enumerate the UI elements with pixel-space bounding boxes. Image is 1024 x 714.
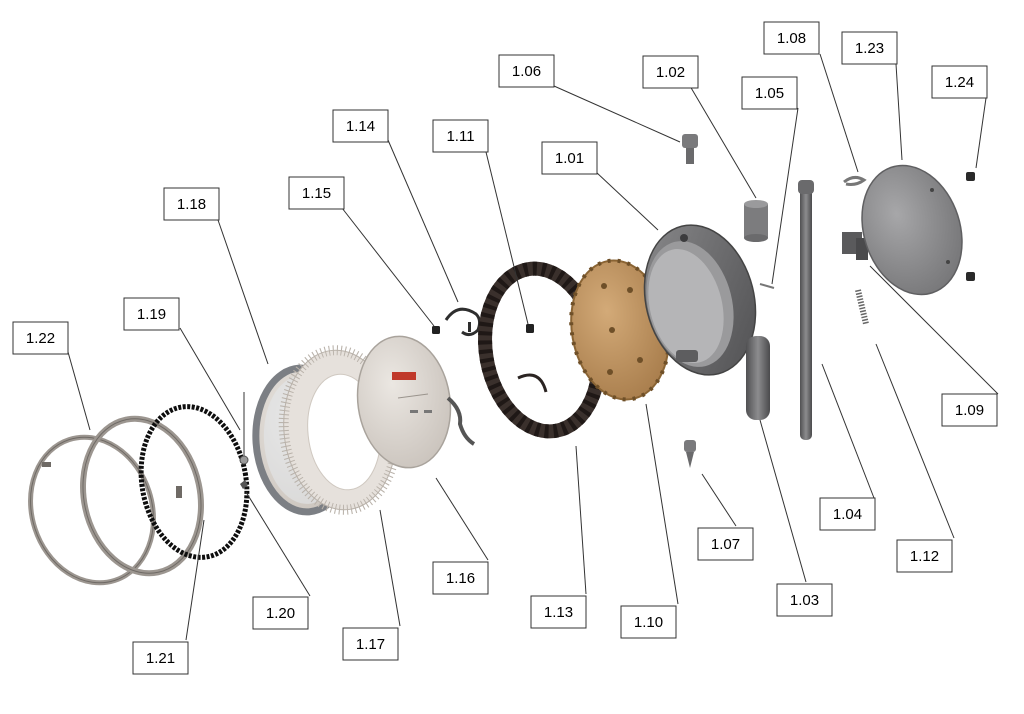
label-1-10: 1.10 [620,605,677,639]
part-1-22-retaining-ring-2 [79,415,205,577]
label-1-05: 1.05 [741,76,798,110]
leader-1-12 [875,343,955,539]
svg-text:1.12: 1.12 [910,548,939,565]
part-1-09-lever-block [842,232,868,260]
svg-text:1.08: 1.08 [777,30,806,47]
svg-text:1.01: 1.01 [555,150,584,167]
svg-text:1.11: 1.11 [446,128,474,145]
part-1-06-top-fitting [682,134,698,164]
part-1-11-screw [526,324,534,333]
leader-1-10 [645,403,679,605]
label-1-12: 1.12 [896,539,953,573]
leader-1-03 [759,419,807,583]
leader-1-19 [179,327,241,431]
part-1-19-pointer [239,392,249,465]
leader-1-06 [553,85,681,143]
leader-1-07 [701,473,737,527]
label-1-01: 1.01 [541,141,598,175]
svg-text:1.07: 1.07 [711,536,740,553]
leader-1-18 [217,219,269,365]
part-1-14-clip [444,307,482,337]
part-1-16-dial-plate [356,335,476,469]
label-1-21: 1.21 [132,641,189,675]
label-1-07: 1.07 [697,527,754,561]
label-1-20: 1.20 [252,596,309,630]
label-1-18: 1.18 [163,187,220,221]
label-1-09: 1.09 [941,393,998,427]
svg-text:1.19: 1.19 [137,306,166,323]
leader-1-05 [771,107,799,285]
svg-text:1.13: 1.13 [544,604,573,621]
part-1-07-bottom-fitting [684,440,696,468]
leader-lines [67,53,999,641]
leader-1-02 [689,85,757,199]
svg-text:1.15: 1.15 [302,185,331,202]
label-1-08: 1.08 [763,21,820,55]
leader-1-04 [821,363,875,499]
label-1-24: 1.24 [931,65,988,99]
svg-text:1.14: 1.14 [346,118,375,135]
part-1-23-rear-cover [861,164,963,296]
svg-text:1.10: 1.10 [634,614,663,631]
part-1-02-sleeve [744,200,768,242]
svg-text:1.21: 1.21 [146,650,175,667]
svg-text:1.24: 1.24 [945,74,974,91]
part-1-15-screw [432,326,440,334]
part-1-21-bezel-ring [138,404,250,560]
label-1-15: 1.15 [288,176,345,210]
svg-text:1.18: 1.18 [177,196,206,213]
label-1-13: 1.13 [530,595,587,629]
label-1-04: 1.04 [819,497,876,531]
svg-text:1.20: 1.20 [266,605,295,622]
part-1-01-housing [643,224,757,376]
label-1-22: 1.22 [12,321,69,355]
svg-text:1.22: 1.22 [26,330,55,347]
leader-1-23 [895,63,903,161]
label-1-17: 1.17 [342,627,399,661]
leader-1-01 [595,171,659,231]
svg-text:1.04: 1.04 [833,506,862,523]
leader-1-17 [379,509,401,627]
part-1-12-spring [855,289,869,325]
leader-1-09 [869,265,999,395]
leader-1-21 [185,519,205,641]
label-1-03: 1.03 [776,583,833,617]
part-1-05-pin [759,283,775,289]
svg-text:1.05: 1.05 [755,85,784,102]
part-1-04-rod [798,180,814,440]
label-1-16: 1.16 [432,561,489,595]
leader-1-13 [575,445,587,595]
part-1-03-cylinder [746,336,770,420]
label-1-19: 1.19 [123,297,180,331]
svg-text:1.16: 1.16 [446,570,475,587]
label-1-11: 1.11 [432,119,489,153]
label-1-06: 1.06 [498,54,555,88]
leader-1-15 [341,207,435,327]
leader-1-11 [485,151,529,325]
svg-text:1.23: 1.23 [855,40,884,57]
part-labels: 1.01 1.02 1.03 1.04 1.05 1.06 1.07 1.08 … [12,21,998,675]
leader-1-14 [387,139,459,303]
part-1-24-screw-top [966,172,975,181]
svg-text:1.17: 1.17 [356,636,385,653]
part-1-22-retaining-ring [28,434,156,586]
svg-text:1.03: 1.03 [790,592,819,609]
svg-text:1.02: 1.02 [656,64,685,81]
part-1-24-screw-bottom [966,272,975,281]
label-1-02: 1.02 [642,55,699,89]
leader-1-24 [975,97,987,169]
leader-1-20 [245,491,311,597]
leader-1-16 [435,477,489,561]
svg-text:1.06: 1.06 [512,63,541,80]
label-1-14: 1.14 [332,109,389,143]
label-1-23: 1.23 [841,31,898,65]
leader-1-08 [819,53,859,173]
part-1-08-spring-clip [843,175,867,186]
leader-1-22 [67,351,91,431]
svg-text:1.09: 1.09 [955,402,984,419]
part-1-20-pointer-screw [240,480,248,489]
